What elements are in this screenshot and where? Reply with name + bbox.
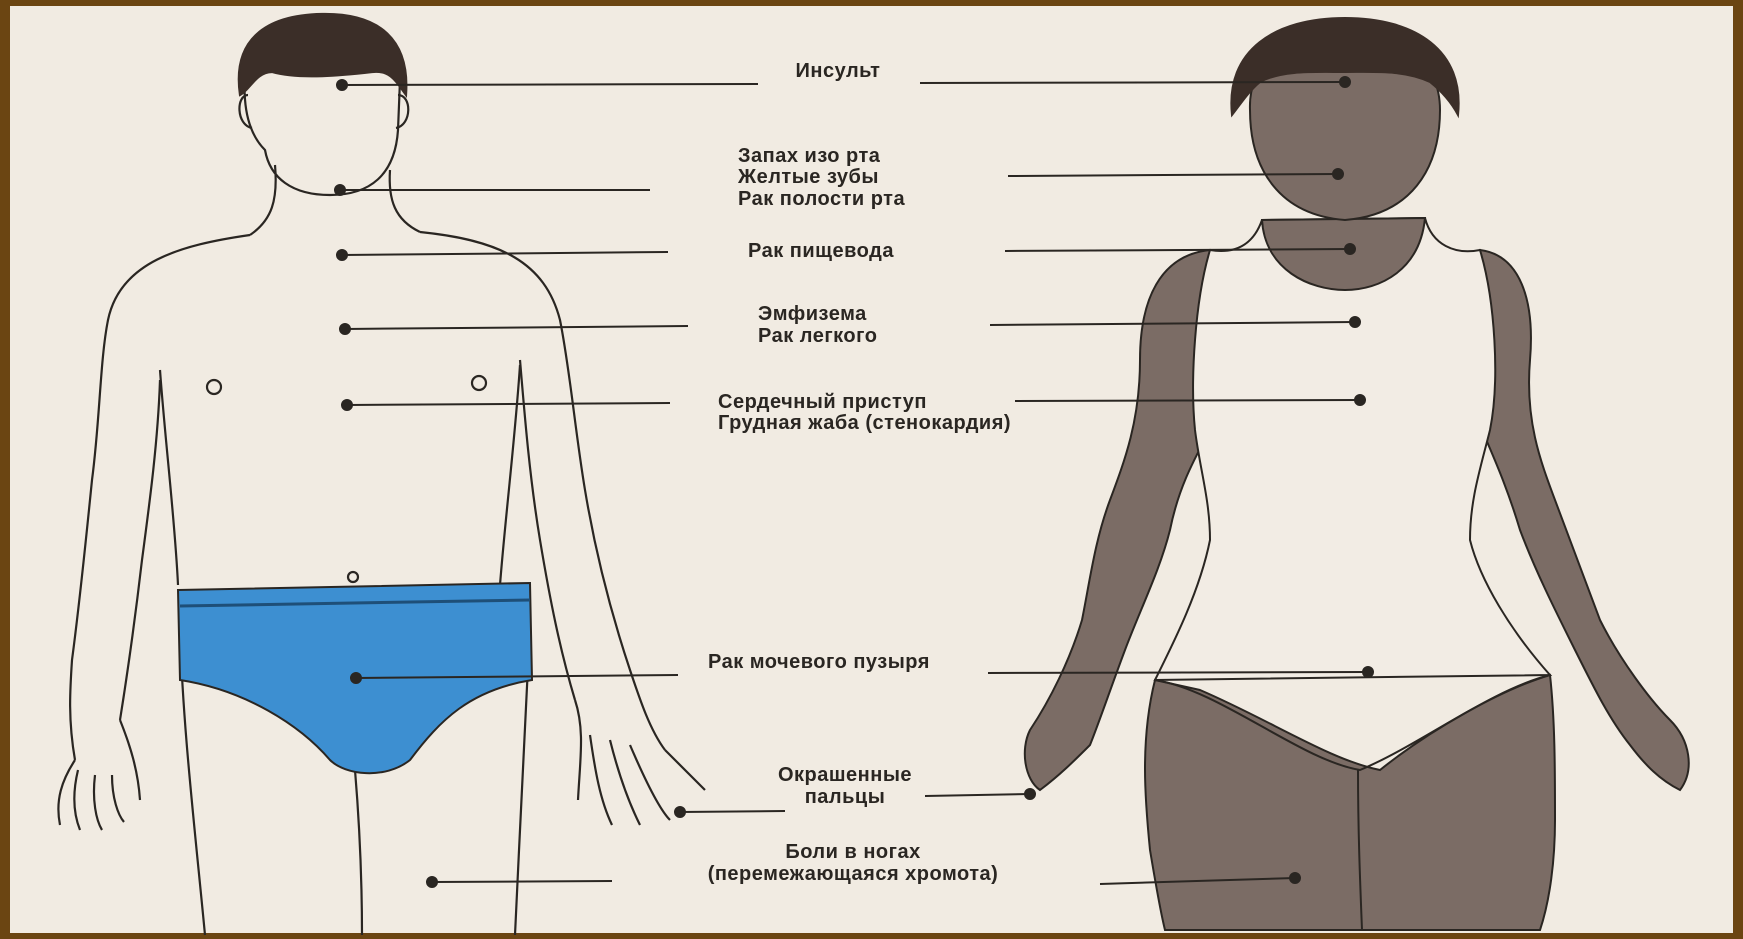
male-leg-inner (355, 770, 362, 935)
label-mouth-2: Желтые зубы (737, 166, 879, 188)
male-torso-left (160, 370, 178, 585)
label-lung-2: Рак легкого (758, 325, 877, 347)
label-mouth-3: Рак полости рта (738, 188, 905, 210)
label-bladder: Рак мочевого пузыря (708, 651, 930, 673)
male-neck-left (250, 165, 276, 235)
label-stroke: Инсульт (796, 60, 881, 82)
male-navel (348, 572, 358, 582)
male-right-hand (575, 700, 705, 825)
label-fingers-2: пальцы (805, 786, 886, 808)
female-legs (1145, 675, 1555, 930)
label-mouth-1: Запах изо рта (738, 145, 881, 167)
label-fingers-1: Окрашенные (778, 764, 912, 786)
male-nipple-right (472, 376, 486, 390)
male-neck-right (390, 170, 420, 232)
female-figure (1025, 18, 1689, 930)
male-left-arm-inner (120, 380, 160, 720)
label-lung-1: Эмфизема (758, 303, 867, 325)
label-legs-1: Боли в ногах (785, 841, 920, 863)
male-nipple-left (207, 380, 221, 394)
label-heart-2: Грудная жаба (стенокардия) (718, 412, 1011, 434)
label-legs-2: (перемежающаяся хромота) (708, 863, 999, 885)
labels: Инсульт Запах изо рта Желтые зубы Рак по… (708, 60, 1011, 885)
label-heart-1: Сердечный приступ (718, 391, 927, 413)
male-left-hand (58, 720, 140, 830)
label-esophagus: Рак пищевода (748, 240, 894, 262)
male-torso-right (500, 365, 520, 585)
male-figure (58, 14, 705, 935)
